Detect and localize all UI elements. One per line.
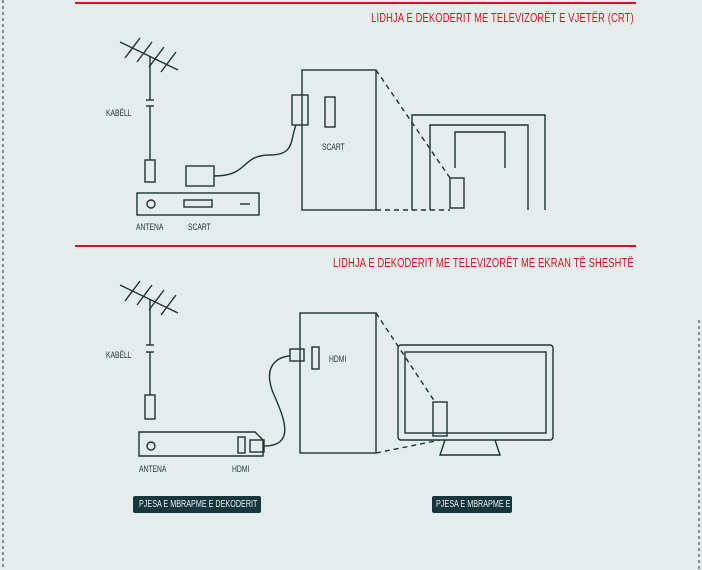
decoder-box <box>138 431 264 457</box>
crt-tv <box>411 114 546 210</box>
section-title-crt: LIDHJA E DEKODERIT ME TELEVIZORËT E VJET… <box>371 10 634 25</box>
scart-decoder-label: SCART <box>188 222 211 232</box>
decoder-box <box>136 192 260 216</box>
decoder-back-tag: PJESA E MBRAPME E DEKODERIT <box>133 496 261 513</box>
scart-cable <box>185 94 309 187</box>
cable-label: KABËLL <box>106 350 132 360</box>
scart-tv-label: SCART <box>322 142 345 152</box>
antenna-label: ANTENA <box>139 464 167 474</box>
section-title-flat: LIDHJA E DEKODERIT ME TELEVIZORËT ME EKR… <box>333 255 634 270</box>
hdmi-tv-label: HDMI <box>329 354 347 364</box>
tv-back-panel <box>299 312 441 454</box>
tv-back-panel <box>301 69 451 211</box>
antenna-icon <box>119 37 179 183</box>
tv-back-tag: PJESA E MBRAPME E TV <box>432 496 522 513</box>
antenna-icon <box>119 280 179 420</box>
antenna-label: ANTENA <box>136 222 164 232</box>
hdmi-cable <box>249 348 305 453</box>
flat-tv <box>397 344 554 456</box>
hdmi-decoder-label: HDMI <box>232 464 250 474</box>
cable-label: KABËLL <box>106 108 132 118</box>
